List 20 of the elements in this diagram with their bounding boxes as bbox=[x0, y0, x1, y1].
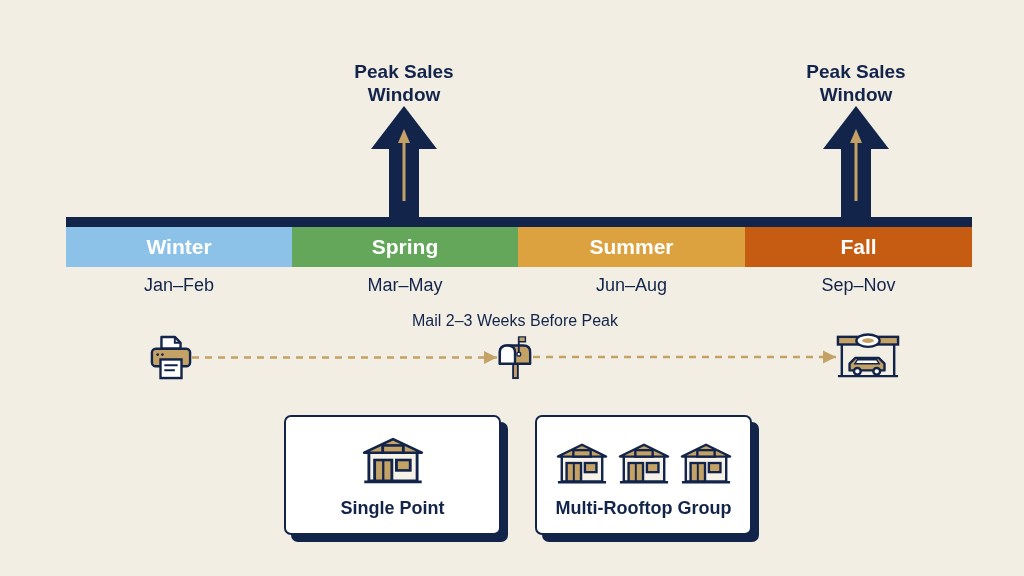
car-dealership-icon bbox=[836, 333, 900, 379]
season-band: Spring bbox=[292, 217, 518, 267]
date-range: Jun–Aug bbox=[595, 275, 668, 296]
peak-label: Peak Sales Window bbox=[803, 60, 909, 106]
date-range: Jan–Feb bbox=[143, 275, 215, 296]
segment-label: Multi-Rooftop Group bbox=[555, 497, 732, 519]
season-band: Summer bbox=[518, 217, 745, 267]
season-band: Winter bbox=[66, 217, 292, 267]
peak-label: Peak Sales Window bbox=[351, 60, 457, 106]
segment-label: Single Point bbox=[340, 497, 445, 519]
mailing-note: Mail 2–3 Weeks Before Peak bbox=[412, 311, 618, 330]
block-arrow bbox=[369, 104, 439, 217]
dashed-arrow bbox=[192, 351, 497, 364]
date-range: Sep–Nov bbox=[821, 275, 896, 296]
mailbox-icon bbox=[497, 334, 533, 380]
block-arrow bbox=[821, 104, 891, 217]
printer-icon bbox=[150, 335, 192, 380]
dashed-arrow bbox=[533, 350, 836, 364]
date-range: Mar–May bbox=[367, 275, 443, 296]
season-band: Fall bbox=[745, 217, 972, 267]
